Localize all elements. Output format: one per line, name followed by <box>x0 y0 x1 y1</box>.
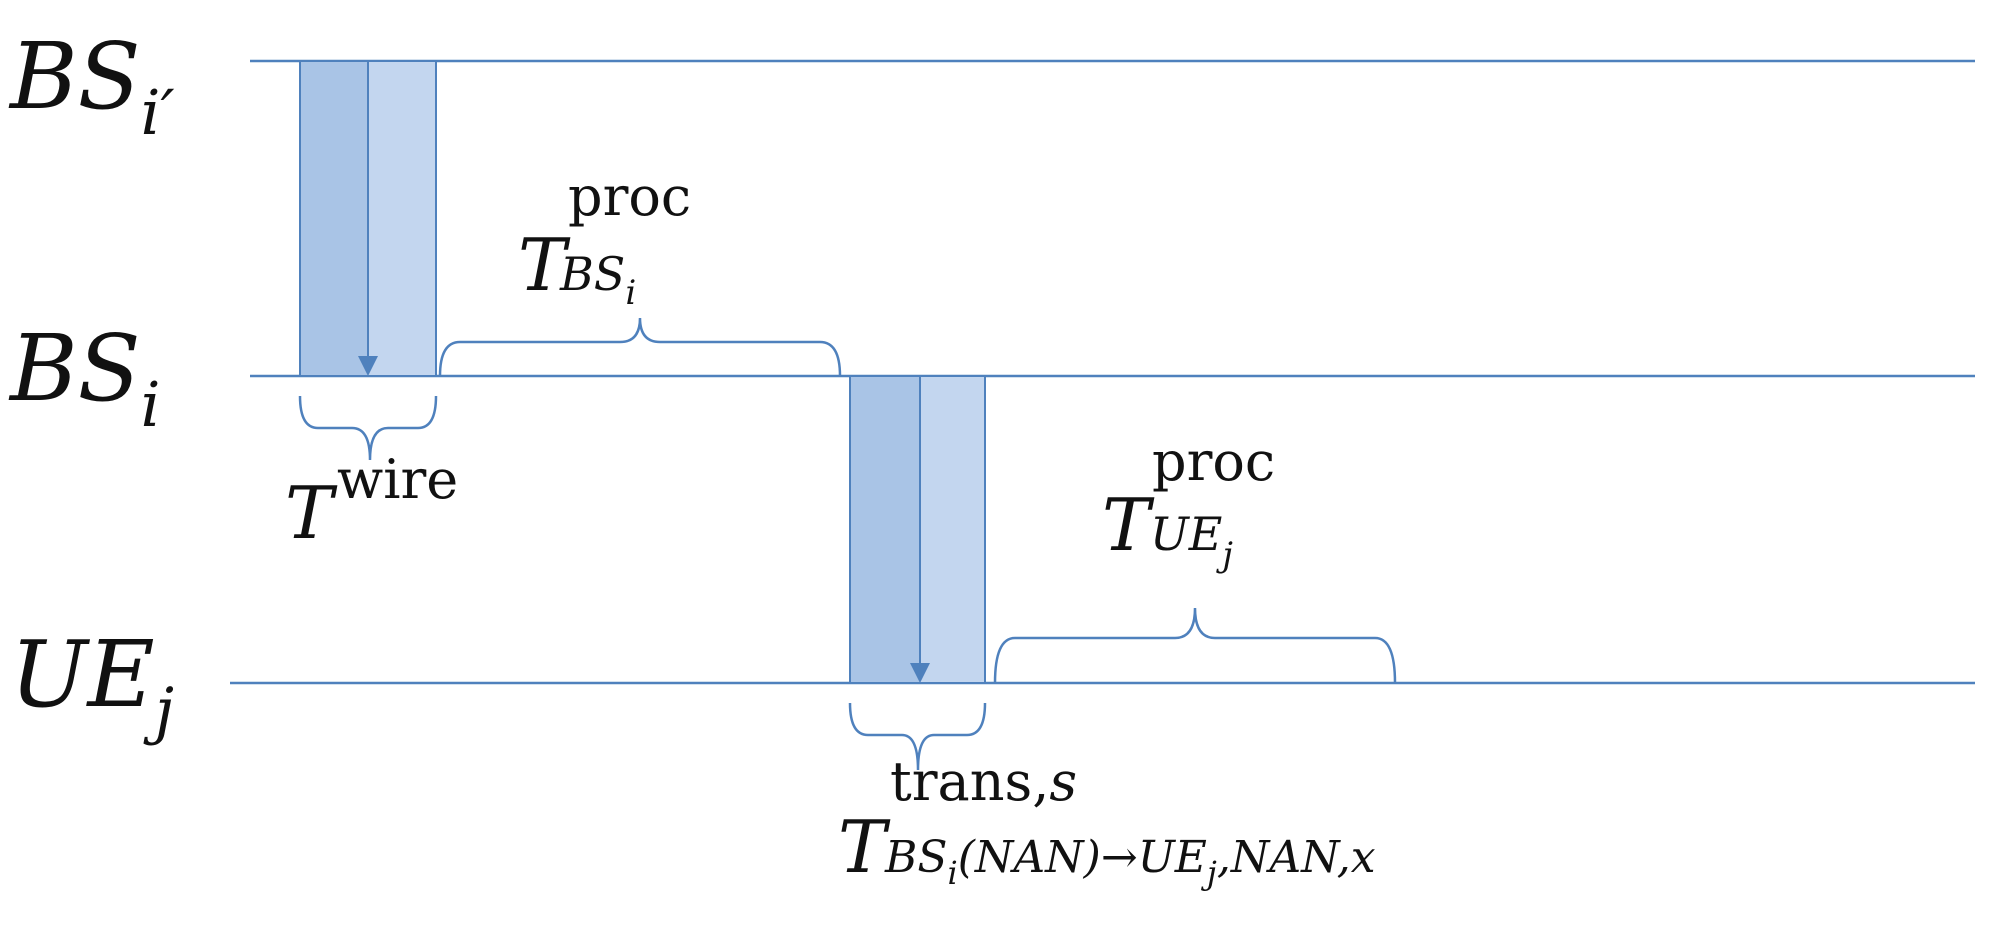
brace-t-proc-bs <box>438 317 842 377</box>
label-t-proc-bs: T <box>518 223 571 307</box>
brace-t-trans <box>848 702 987 771</box>
label-t-proc-bs-sup: proc <box>568 165 691 228</box>
label-t-wire-sup: wire <box>337 448 458 511</box>
label-t-trans-sup: trans,s <box>890 750 1077 813</box>
brace-t-proc-ue <box>993 607 1397 684</box>
label-t-proc-ue-sup: proc <box>1152 430 1275 493</box>
label-t-trans-sub: BSi(NAN)→UEj,NAN,x <box>884 832 1376 892</box>
label-t-proc-ue-sub: UEj <box>1150 507 1233 575</box>
transmission-arrow-head <box>910 663 930 683</box>
label-t-wire: T <box>285 471 338 555</box>
label-t-proc-ue: T <box>1102 483 1155 567</box>
wire-transfer-block <box>299 60 437 377</box>
label-t-trans: T <box>838 805 891 889</box>
transmission-block <box>849 375 986 684</box>
wire-arrow-head <box>358 356 378 376</box>
row-label-ue: UEj <box>10 621 174 747</box>
brace-t-wire <box>298 395 438 461</box>
row-label-bs: BSi <box>8 315 160 441</box>
label-t-proc-bs-sub: BSi <box>559 247 636 313</box>
row-label-bs-prime: BSi′ <box>8 23 175 149</box>
